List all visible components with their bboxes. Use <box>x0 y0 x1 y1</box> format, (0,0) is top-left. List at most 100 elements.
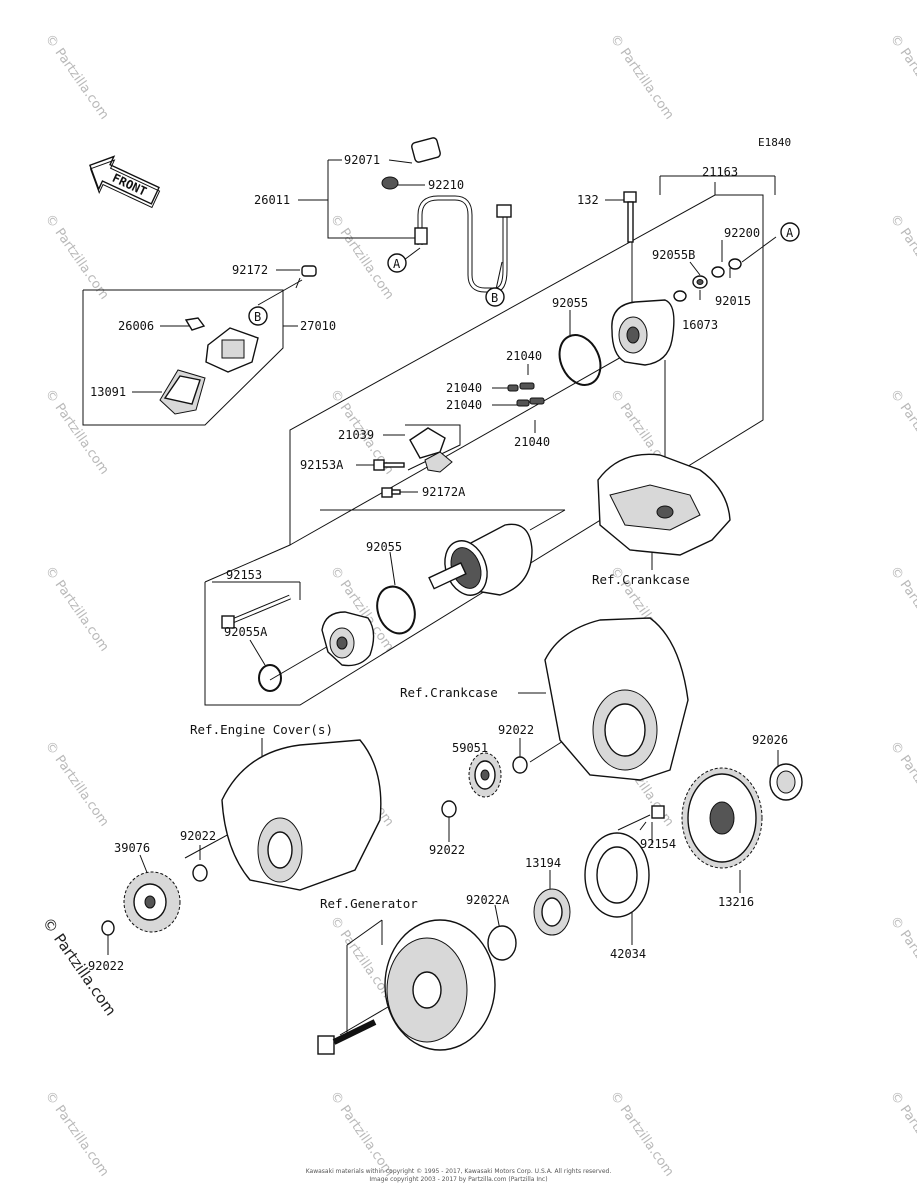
part-number: 92055B <box>652 248 695 262</box>
part-number: 13194 <box>525 856 561 870</box>
ref-crankcase-lower: Ref.Crankcase <box>400 685 498 700</box>
starter-end-cover <box>611 299 675 366</box>
part-number: 92200 <box>724 226 760 240</box>
washer-92022 <box>512 756 528 774</box>
callout-letter: A <box>393 257 401 271</box>
part-number: 42034 <box>610 947 646 961</box>
part-number: 21040 <box>446 398 482 412</box>
front-arrow: FRONT <box>89 155 161 209</box>
washers <box>673 258 742 302</box>
watermark: © Partzilla.com <box>887 1089 917 1180</box>
part-number: 92022 <box>498 723 534 737</box>
callout-letter: A <box>786 226 794 240</box>
part-number: 21039 <box>338 428 374 442</box>
watermark: © Partzilla.com <box>42 1089 112 1180</box>
watermark: © Partzilla.com <box>327 212 397 303</box>
part-number: 92022 <box>429 843 465 857</box>
engine-cover <box>221 739 382 891</box>
callout-a-left: A <box>387 253 407 273</box>
callout-a-right: A <box>780 222 800 242</box>
watermark: © Partzilla.com <box>42 32 112 123</box>
one-way-clutch-13194 <box>533 888 571 936</box>
part-number: 21040 <box>514 435 550 449</box>
screw-92153A <box>373 459 405 471</box>
part-number: 21040 <box>506 349 542 363</box>
part-number: 92055A <box>224 625 268 639</box>
part-number: 92015 <box>715 294 751 308</box>
watermark: © Partzilla.com <box>327 1089 397 1180</box>
plate-42034 <box>584 832 650 918</box>
ref-generator: Ref.Generator <box>320 896 418 911</box>
screw-92172A <box>381 487 401 498</box>
watermark: © Partzilla.com <box>887 739 917 830</box>
ref-engine-cover: Ref.Engine Cover(s) <box>190 722 333 737</box>
part-number: 92071 <box>344 153 380 167</box>
starter-relay <box>159 317 259 415</box>
part-number: 92022 <box>180 829 216 843</box>
ref-crankcase-upper: Ref.Crankcase <box>592 572 690 587</box>
callout-b-relay: B <box>248 306 268 326</box>
bolt-92153 <box>221 594 291 629</box>
starter-front-cover <box>321 611 375 667</box>
generator-rotor <box>384 919 496 1051</box>
diagram-code: E1840 <box>758 136 791 149</box>
part-number: 92210 <box>428 178 464 192</box>
watermark: © Partzilla.com <box>42 739 112 830</box>
bolt-92154 <box>639 805 665 831</box>
watermark: © Partzilla.com <box>607 1089 677 1180</box>
gear-39076 <box>123 871 181 933</box>
part-number: 92055 <box>366 540 402 554</box>
callout-letter: B <box>254 310 261 324</box>
o-ring-92055A <box>258 664 282 692</box>
part-number: 132 <box>577 193 599 207</box>
washer-92022A <box>487 925 517 961</box>
bolt-92172 <box>295 265 317 289</box>
part-number: 26011 <box>254 193 290 207</box>
idle-gear-59051 <box>468 752 502 798</box>
part-number: 21163 <box>702 165 738 179</box>
part-number: 92022A <box>466 893 510 907</box>
watermark: © Partzilla.com <box>887 914 917 1005</box>
generator-bolt <box>317 1019 377 1055</box>
part-number: 92026 <box>752 733 788 747</box>
part-number: 21040 <box>446 381 482 395</box>
watermark: © Partzilla.com <box>42 564 112 655</box>
watermark: © Partzilla.com <box>887 564 917 655</box>
watermark: © Partzilla.com <box>42 212 112 303</box>
part-number: 92153A <box>300 458 344 472</box>
part-number: 13216 <box>718 895 754 909</box>
part-number: 92022 <box>88 959 124 973</box>
crankcase-lower <box>544 617 689 781</box>
washer-92022 <box>192 864 208 882</box>
brush-springs <box>507 382 545 407</box>
copyright-line: Image copyright 2003 - 2017 by Partzilla… <box>369 1176 548 1183</box>
oil-seal-92026 <box>769 763 803 801</box>
copyright-notice: Kawasaki materials within copyright © 19… <box>0 1168 917 1184</box>
sprocket-13216 <box>681 767 763 869</box>
o-ring-92055-top <box>558 334 602 386</box>
watermark: © Partzilla.com <box>887 387 917 478</box>
washer-92022 <box>441 800 457 818</box>
leader-lines <box>82 159 779 1036</box>
starter-motor <box>428 523 533 596</box>
part-number: 26006 <box>118 319 154 333</box>
watermark: © Partzilla.com <box>607 32 677 123</box>
starter-cable <box>381 137 512 293</box>
part-number: 92154 <box>640 837 676 851</box>
part-labels: 92071 92210 26011 92172 26006 27010 1309… <box>88 153 788 973</box>
part-number: 13091 <box>90 385 126 399</box>
part-number: 27010 <box>300 319 336 333</box>
crankcase-upper <box>597 453 731 556</box>
watermark: © Partzilla.com <box>887 32 917 123</box>
watermark: © Partzilla.com <box>887 212 917 303</box>
part-number: 16073 <box>682 318 718 332</box>
part-number: 92172A <box>422 485 466 499</box>
part-number: 39076 <box>114 841 150 855</box>
part-number: 92153 <box>226 568 262 582</box>
part-number: 92055 <box>552 296 588 310</box>
callout-b-cable: B <box>485 287 505 307</box>
brush-holder <box>409 427 453 473</box>
o-ring-92055-mid <box>376 585 416 635</box>
bolt-132 <box>623 191 637 243</box>
